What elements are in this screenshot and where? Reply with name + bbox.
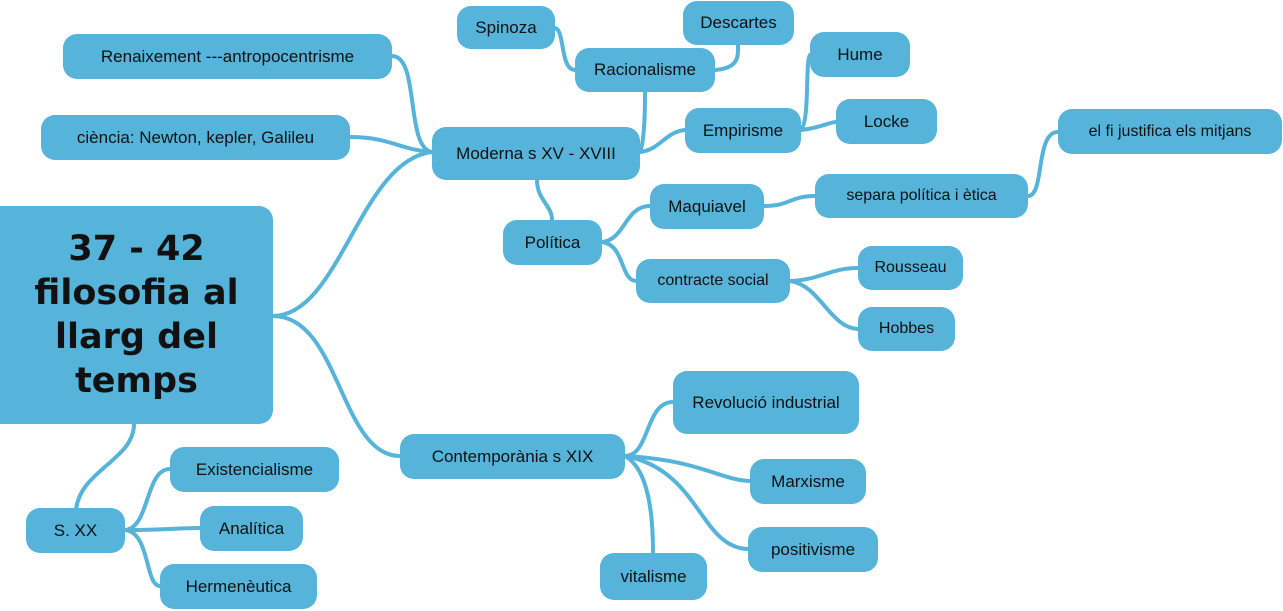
node-label: Spinoza xyxy=(475,17,537,37)
node-label: positivisme xyxy=(770,539,856,559)
root-topic[interactable]: 37 - 42 filosofia al llarg del temps xyxy=(0,206,273,424)
root-topic-label: 37 - 42 filosofia al llarg del temps xyxy=(34,229,239,401)
link-contracte-rousseau xyxy=(788,266,860,283)
link-root-contemporania xyxy=(271,314,402,458)
node-label: Maquiavel xyxy=(668,196,746,216)
node-racionalisme[interactable]: Racionalisme xyxy=(575,48,715,92)
node-maquiavel[interactable]: Maquiavel xyxy=(650,184,764,229)
link-politica-contracte xyxy=(600,240,638,283)
node-positivisme[interactable]: positivisme xyxy=(748,527,878,572)
node-politica[interactable]: Política xyxy=(503,220,602,265)
node-fi-justifica[interactable]: el fi justifica els mitjans xyxy=(1058,109,1282,154)
node-vitalisme[interactable]: vitalisme xyxy=(600,553,707,600)
link-ciencia-moderna xyxy=(348,135,434,154)
link-contemporania-marxisme xyxy=(623,454,752,483)
node-descartes[interactable]: Descartes xyxy=(683,1,794,45)
node-label: vitalisme xyxy=(620,566,687,586)
link-renaixement-moderna xyxy=(390,54,434,154)
node-contracte-social[interactable]: contracte social xyxy=(636,259,790,303)
node-hume[interactable]: Hume xyxy=(810,32,910,77)
node-renaixement[interactable]: Renaixement ---antropocentrisme xyxy=(63,34,392,79)
node-label: Hume xyxy=(837,44,883,64)
node-label: Revolució industrial xyxy=(692,392,840,412)
link-racionalisme-spinoza xyxy=(553,26,577,72)
node-label: Rousseau xyxy=(874,259,947,276)
link-empirisme-hume xyxy=(799,53,812,132)
node-hobbes[interactable]: Hobbes xyxy=(858,307,955,351)
node-label: Empirisme xyxy=(702,120,784,140)
link-maquiavel-separa xyxy=(762,194,817,208)
link-contemporania-positivisme xyxy=(623,454,750,551)
link-politica-maquiavel xyxy=(600,204,652,244)
node-sxx[interactable]: S. XX xyxy=(26,508,125,553)
link-moderna-empirisme xyxy=(638,128,687,154)
node-rousseau[interactable]: Rousseau xyxy=(858,246,963,290)
node-moderna[interactable]: Moderna s XV - XVIII xyxy=(432,127,640,180)
link-racionalisme-descartes xyxy=(713,43,741,72)
link-sxx-existencialisme xyxy=(123,467,172,532)
node-spinoza[interactable]: Spinoza xyxy=(457,6,555,49)
node-separa[interactable]: separa política i ètica xyxy=(815,174,1028,218)
node-label: el fi justifica els mitjans xyxy=(1088,122,1252,140)
node-contemporania[interactable]: Contemporània s XIX xyxy=(400,434,625,479)
node-label: Existencialisme xyxy=(195,459,314,479)
node-label: Contemporània s XIX xyxy=(431,446,594,466)
node-locke[interactable]: Locke xyxy=(836,99,937,144)
node-label: Renaixement ---antropocentrisme xyxy=(100,46,355,66)
node-label: Moderna s XV - XVIII xyxy=(456,143,616,163)
node-label: Hobbes xyxy=(878,320,935,337)
node-label: Política xyxy=(524,232,581,252)
link-root-sxx xyxy=(74,422,136,512)
node-label: S. XX xyxy=(53,520,98,540)
node-label: contracte social xyxy=(657,272,769,289)
node-existencialisme[interactable]: Existencialisme xyxy=(170,447,339,492)
node-label: separa política i ètica xyxy=(846,187,997,204)
link-sxx-analitica xyxy=(123,526,202,532)
link-separa-fijustifica xyxy=(1026,130,1060,198)
node-marxisme[interactable]: Marxisme xyxy=(750,459,866,504)
node-label: Analítica xyxy=(218,518,285,538)
link-contracte-hobbes xyxy=(788,279,860,331)
link-sxx-hermeneutica xyxy=(123,528,162,588)
node-revolucio-industrial[interactable]: Revolució industrial xyxy=(673,371,859,434)
link-contemporania-revolucio xyxy=(623,400,675,458)
node-label: Descartes xyxy=(700,13,777,32)
node-empirisme[interactable]: Empirisme xyxy=(685,108,801,153)
node-label: ciència: Newton, kepler, Galileu xyxy=(76,127,315,147)
link-root-moderna xyxy=(271,150,434,318)
node-label: Hermenèutica xyxy=(185,576,292,596)
link-contemporania-vitalisme xyxy=(623,454,655,555)
node-hermeneutica[interactable]: Hermenèutica xyxy=(160,564,317,609)
node-label: Marxisme xyxy=(771,471,845,491)
node-label: Locke xyxy=(863,111,910,131)
node-analitica[interactable]: Analítica xyxy=(200,506,303,551)
node-label: Racionalisme xyxy=(593,60,697,79)
link-moderna-racionalisme xyxy=(638,90,647,154)
link-empirisme-locke xyxy=(799,120,838,132)
link-moderna-politica xyxy=(535,178,554,222)
node-ciencia[interactable]: ciència: Newton, kepler, Galileu xyxy=(41,115,350,160)
